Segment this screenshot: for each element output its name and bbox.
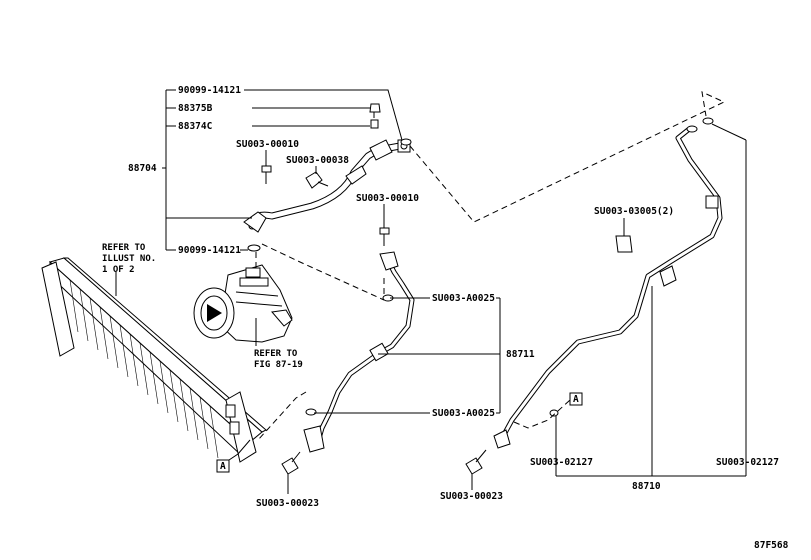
note-refer-illust-line-3: 1 OF 2 <box>102 265 135 275</box>
tube-88711 <box>303 251 415 453</box>
tube-88710 <box>493 117 723 449</box>
callout-su003-00023-mid: SU003-00023 <box>440 491 503 502</box>
callout-90099-14121-top: 90099-14121 <box>178 85 241 96</box>
bolt-su003-00038 <box>305 171 329 189</box>
callout-88711: 88711 <box>506 349 535 360</box>
callout-88710: 88710 <box>632 481 661 492</box>
note-refer-illust-line-2: ILLUST NO. <box>102 254 156 264</box>
callout-labels: 90099-14121 88375B 88374C 88704 SU003-00… <box>128 85 779 509</box>
callout-su003-03005: SU003-03005(2) <box>594 206 674 217</box>
callout-90099-14121-bottom: 90099-14121 <box>178 245 241 256</box>
bolt-su003-00010-a <box>261 165 272 184</box>
note-refer-illust-line-1: REFER TO <box>102 243 146 253</box>
marker-a-left: A <box>216 459 230 473</box>
callout-su003-00023-left: SU003-00023 <box>256 498 319 509</box>
callout-su003-a0025-top: SU003-A0025 <box>432 293 495 304</box>
bolt-su003-00023-left <box>281 451 301 475</box>
callout-su003-00010-b: SU003-00010 <box>356 193 419 204</box>
dashed-reference-lines <box>255 91 726 441</box>
callout-su003-00010-a: SU003-00010 <box>236 139 299 150</box>
callout-su003-a0025-bottom: SU003-A0025 <box>432 408 495 419</box>
clamp-su003-03005 <box>615 222 633 253</box>
callout-88374c: 88374C <box>178 121 213 132</box>
callout-88375b: 88375B <box>178 103 213 114</box>
marker-a-right-label: A <box>573 394 579 405</box>
note-refer-fig: REFER TO FIG 87-19 <box>254 349 303 370</box>
leader-lines <box>115 89 747 494</box>
note-refer-fig-line-2: FIG 87-19 <box>254 360 303 370</box>
figure-id: 87F568 <box>754 540 789 551</box>
note-refer-illust: REFER TO ILLUST NO. 1 OF 2 <box>102 243 156 275</box>
condenser <box>41 257 267 463</box>
marker-a-right: A <box>569 392 583 406</box>
compressor <box>193 264 293 343</box>
callout-su003-00038: SU003-00038 <box>286 155 349 166</box>
hose-88704 <box>243 103 412 252</box>
callout-su003-02127-right: SU003-02127 <box>716 457 779 468</box>
bolt-su003-00023-mid <box>465 449 487 475</box>
marker-a-left-label: A <box>220 461 226 472</box>
callout-88704: 88704 <box>128 163 157 174</box>
callout-su003-02127-mid: SU003-02127 <box>530 457 593 468</box>
bolt-su003-00010-b <box>379 227 390 246</box>
note-refer-fig-line-1: REFER TO <box>254 349 298 359</box>
